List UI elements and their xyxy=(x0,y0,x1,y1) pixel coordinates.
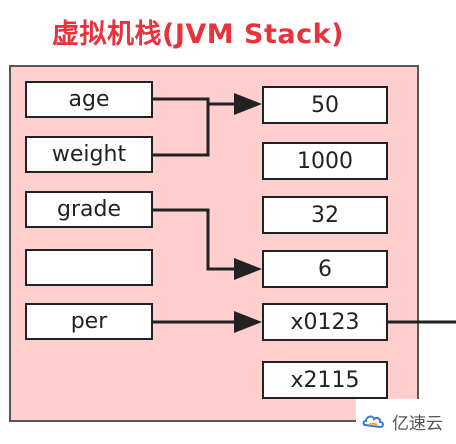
value-x2115: x2115 xyxy=(262,361,388,399)
var-per: per xyxy=(25,303,153,340)
value-32: 32 xyxy=(262,196,388,234)
value-50: 50 xyxy=(262,86,388,124)
var-empty xyxy=(25,249,153,286)
value-1000: 1000 xyxy=(262,142,388,180)
cloud-logo-icon xyxy=(362,415,384,428)
watermark: 亿速云 xyxy=(356,399,456,444)
watermark-text: 亿速云 xyxy=(392,414,443,434)
value-6: 6 xyxy=(262,250,388,288)
var-grade: grade xyxy=(25,191,153,228)
value-x0123: x0123 xyxy=(262,303,388,341)
diagram-title: 虚拟机栈(JVM Stack) xyxy=(52,19,344,50)
var-age: age xyxy=(25,81,153,118)
var-weight: weight xyxy=(25,136,153,173)
